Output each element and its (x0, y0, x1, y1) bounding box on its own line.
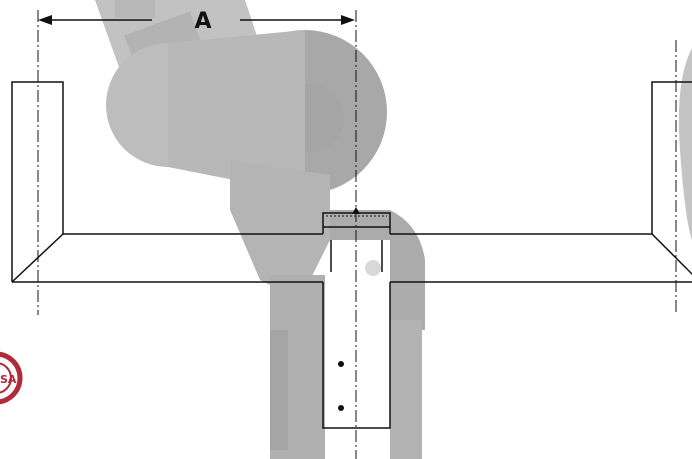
gimbal-illustration (95, 0, 692, 459)
center-arrowhead (352, 207, 360, 214)
arrowhead-right (341, 15, 355, 25)
dimension-a: A (38, 9, 355, 34)
arrowhead-left (38, 15, 52, 25)
bolt-hole (338, 405, 344, 411)
svg-text:SA: SA (0, 373, 17, 386)
center-lines (37, 10, 677, 459)
seal-stamp-icon: SA (0, 351, 23, 405)
bolt-hole (338, 361, 344, 367)
dimension-label: A (194, 9, 211, 34)
